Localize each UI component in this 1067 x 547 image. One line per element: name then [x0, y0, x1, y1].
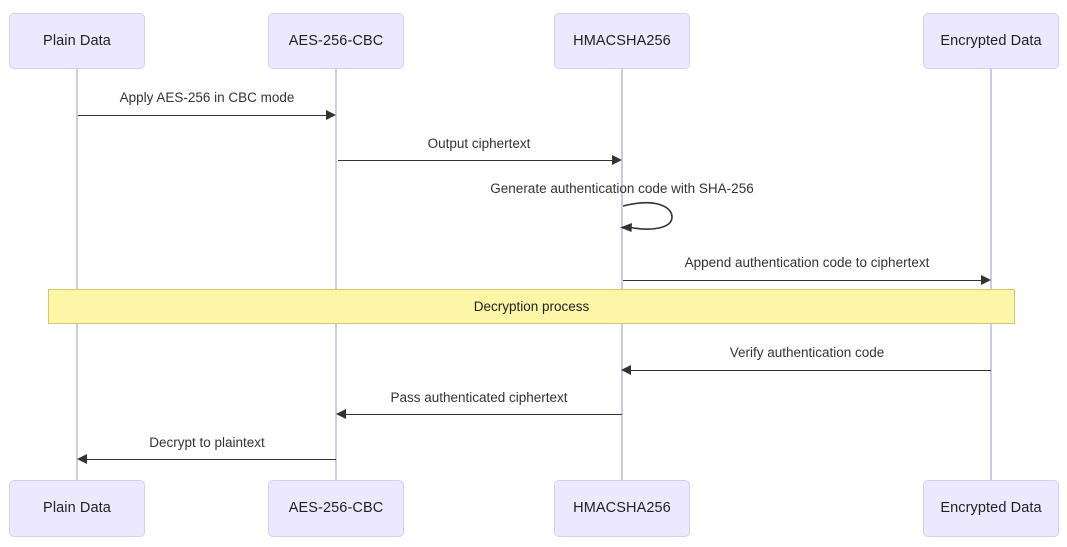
- message-label-1: Apply AES-256 in CBC mode: [119, 90, 295, 105]
- actor-label: AES-256-CBC: [288, 32, 384, 49]
- actor-label: HMACSHA256: [573, 32, 671, 49]
- message-arrowhead-5: [621, 365, 631, 375]
- lifeline-encrypted-data: [990, 69, 992, 480]
- message-line-6: [345, 414, 622, 415]
- message-line-2: [338, 160, 614, 161]
- message-arrowhead-4: [981, 275, 991, 285]
- actor-box-top-aes-256-cbc[interactable]: AES-256-CBC: [268, 13, 404, 69]
- message-arrowhead-1: [326, 110, 336, 120]
- actor-label: Encrypted Data: [940, 32, 1042, 49]
- message-line-7: [86, 459, 336, 460]
- message-label-6: Pass authenticated ciphertext: [390, 390, 568, 405]
- message-self-loop-3: [620, 201, 673, 232]
- note-decryption-process: Decryption process: [48, 289, 1015, 324]
- actor-box-bottom-plain-data[interactable]: Plain Data: [9, 480, 145, 537]
- message-line-1: [78, 115, 328, 116]
- actor-label: Plain Data: [43, 500, 111, 517]
- message-arrowhead-7: [77, 454, 87, 464]
- message-label-4: Append authentication code to ciphertext: [684, 255, 930, 270]
- lifeline-hmacsha256: [621, 69, 623, 480]
- message-line-4: [623, 280, 983, 281]
- actor-box-bottom-encrypted-data[interactable]: Encrypted Data: [923, 480, 1059, 537]
- message-line-5: [630, 370, 991, 371]
- actor-label: Plain Data: [43, 32, 111, 49]
- lifeline-aes-256-cbc: [335, 69, 337, 480]
- message-arrowhead-2: [612, 155, 622, 165]
- message-label-2: Output ciphertext: [427, 136, 531, 151]
- message-label-5: Verify authentication code: [729, 345, 885, 360]
- actor-box-top-encrypted-data[interactable]: Encrypted Data: [923, 13, 1059, 69]
- lifeline-plain-data: [76, 69, 78, 480]
- actor-label: AES-256-CBC: [288, 500, 384, 517]
- actor-box-top-plain-data[interactable]: Plain Data: [9, 13, 145, 69]
- message-label-7: Decrypt to plaintext: [149, 435, 265, 450]
- actor-box-bottom-aes-256-cbc[interactable]: AES-256-CBC: [268, 480, 404, 537]
- actor-label: Encrypted Data: [940, 500, 1042, 517]
- actor-box-bottom-hmacsha256[interactable]: HMACSHA256: [554, 480, 690, 537]
- note-label: Decryption process: [473, 298, 590, 314]
- message-arrowhead-6: [336, 409, 346, 419]
- message-label-3: Generate authentication code with SHA-25…: [490, 181, 754, 196]
- actor-box-top-hmacsha256[interactable]: HMACSHA256: [554, 13, 690, 69]
- actor-label: HMACSHA256: [573, 500, 671, 517]
